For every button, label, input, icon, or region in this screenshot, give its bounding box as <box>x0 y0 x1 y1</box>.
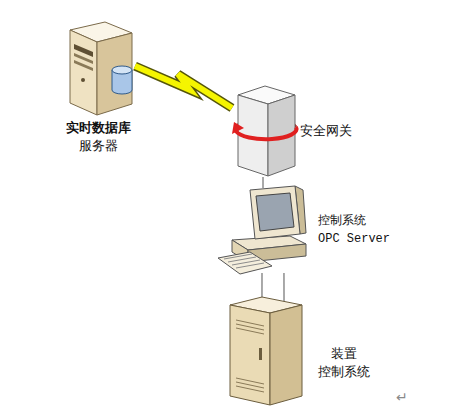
node-label: 服务器 <box>48 137 148 155</box>
pc-icon <box>218 186 306 274</box>
connector-group <box>283 273 284 303</box>
gateway-icon <box>232 86 297 176</box>
drive-bay <box>74 60 93 71</box>
cabinet-side <box>270 305 302 405</box>
wire-connector <box>283 273 284 303</box>
cabinet-vent <box>236 320 264 334</box>
keyboard <box>218 252 272 274</box>
opc-server-node: 控制系统 OPC Server <box>218 188 308 273</box>
gateway-ring <box>236 127 297 139</box>
gateway-node: 安全网关 <box>232 85 294 177</box>
node-label: 控制系统 OPC Server <box>318 212 394 248</box>
cabinet-icon <box>230 297 302 405</box>
wire-connector <box>263 177 264 188</box>
server-front <box>70 30 97 115</box>
return-mark: ↵ <box>396 389 408 405</box>
server-icon <box>70 22 132 115</box>
cabinet-handle <box>259 348 262 360</box>
database-top <box>112 66 132 74</box>
keyboard-keys <box>224 254 264 268</box>
node-label: 实时数据库 <box>48 119 148 137</box>
connector-group <box>135 66 232 108</box>
power-button <box>81 78 85 82</box>
lightning-outline <box>135 66 232 108</box>
server-side <box>97 33 132 115</box>
cabinet-vent <box>236 378 264 392</box>
connector-group <box>263 177 264 188</box>
node-label: 安全网关 <box>300 122 380 140</box>
node-label: 装置 控制系统 <box>312 345 376 381</box>
cabinet-front <box>230 305 270 405</box>
control-cabinet-node: 装置 控制系统 <box>228 303 300 405</box>
gateway-ring-arrow <box>232 122 244 134</box>
wireless-link <box>135 66 232 108</box>
server-node: 实时数据库服务器 <box>60 25 135 115</box>
monitor-screen <box>256 193 294 231</box>
monitor-front <box>250 186 300 239</box>
